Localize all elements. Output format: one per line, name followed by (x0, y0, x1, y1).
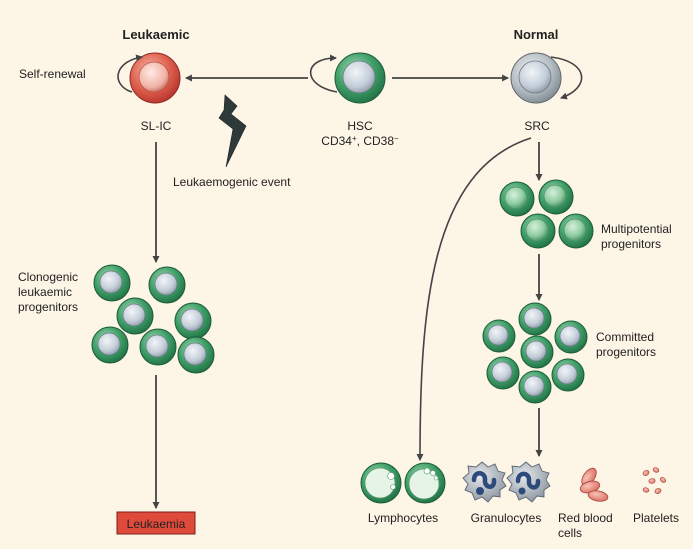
committed-progenitor-cluster (482, 302, 588, 404)
clonogenic-progenitor-cluster (91, 264, 215, 374)
red-blood-cells-label: Red blood cells (558, 511, 616, 540)
clonogenic-cell (116, 297, 154, 335)
granulocyte-cells (462, 461, 551, 503)
clonogenic-cell (93, 264, 131, 302)
multipotential-cell (520, 213, 556, 249)
sl-ic-cell (129, 52, 181, 104)
committed-cell (518, 370, 552, 404)
committed-cell (486, 356, 520, 390)
lymphocyte-cell (404, 462, 446, 504)
clonogenic-cell (177, 336, 215, 374)
self-renewal-label: Self-renewal (19, 67, 86, 81)
arrow-src-to-lymphocytes (416, 137, 532, 462)
red-blood-cells (579, 467, 609, 502)
multipotential-cell (499, 181, 535, 217)
committed-cell (518, 302, 552, 336)
committed-label: Committed progenitors (596, 330, 657, 359)
granulocytes-label: Granulocytes (471, 511, 542, 525)
clonogenic-label: Clonogenic leukaemic progenitors (18, 270, 81, 314)
lymphocytes-label: Lymphocytes (368, 511, 438, 525)
committed-cell (520, 335, 554, 369)
multipotential-label: Multipotential progenitors (601, 222, 675, 251)
committed-cell (551, 358, 585, 392)
platelets-label: Platelets (633, 511, 679, 525)
platelet (642, 470, 650, 476)
heading-leukaemic: Leukaemic (122, 27, 189, 42)
leukaemogenic-event-label: Leukaemogenic event (173, 175, 291, 189)
red-blood-cell (587, 490, 609, 502)
leukaemia-label: Leukaemia (127, 517, 186, 531)
hsc-cell (334, 52, 386, 104)
platelet (660, 477, 666, 483)
multipotential-cell (558, 213, 594, 249)
clonogenic-cell (139, 328, 177, 366)
committed-cell (554, 320, 588, 354)
multipotential-progenitor-cluster (499, 179, 594, 249)
sl-ic-label: SL-IC (141, 119, 172, 133)
platelet (648, 478, 656, 484)
multipotential-cell (538, 179, 574, 215)
src-cell (510, 52, 562, 104)
self-renewal-arrow-hsc (309, 54, 338, 93)
lymphocyte-cells (360, 462, 446, 504)
committed-cell (482, 319, 516, 353)
self-renewal-arrow-slic (117, 54, 144, 93)
lymphocyte-cell (360, 462, 402, 504)
clonogenic-cell (148, 266, 186, 304)
platelets (642, 467, 666, 494)
src-label: SRC (524, 119, 550, 133)
heading-normal: Normal (514, 27, 559, 42)
granulocyte-cell (506, 461, 551, 503)
platelet (642, 487, 650, 493)
leukaemia-box: Leukaemia (116, 511, 196, 535)
lightning-bolt-icon (218, 94, 247, 168)
clonogenic-cell (91, 326, 129, 364)
platelet (652, 467, 660, 473)
self-renewal-arrow-src (550, 56, 583, 100)
platelet (654, 488, 662, 494)
hsc-markers-label: CD34+, CD38− (321, 134, 399, 148)
granulocyte-cell (462, 461, 507, 503)
clonogenic-cell (174, 302, 212, 340)
hsc-label: HSC (347, 119, 373, 133)
